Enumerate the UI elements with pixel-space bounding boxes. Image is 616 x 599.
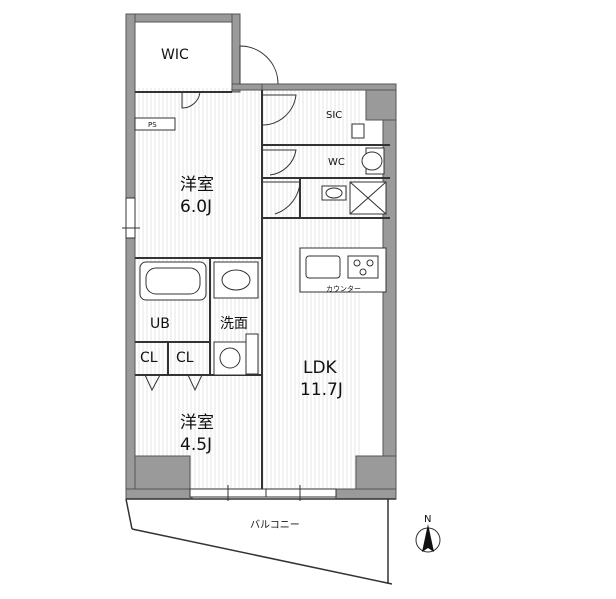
room-label-bedroom2: 洋室 [180,413,214,433]
unit-bath [139,261,207,301]
room-label-wic: WIC [161,47,189,63]
room-size-bedroom2: 4.5J [180,435,212,455]
room-label-ub: UB [150,316,170,332]
room-size-bedroom1: 6.0J [180,197,212,217]
toilet [361,147,385,175]
exterior-walls [125,13,397,500]
laundry-space [321,181,387,215]
room-label-washroom: 洗面 [220,316,248,332]
balcony [125,498,396,585]
room-label-ps: PS [148,121,157,129]
pipe-space [134,117,176,131]
room-label-sic: SIC [326,110,342,121]
windows [122,197,337,501]
kitchen [299,247,387,293]
balcony-label: バルコニー [250,519,300,531]
compass-north: N [424,514,431,525]
room-label-wc: WC [328,157,345,168]
wash-basin [213,261,259,376]
room-label-ldk: LDK [303,358,338,378]
counter-label: カウンター [326,284,361,293]
room-label-cl1: CL [140,350,158,366]
room-label-bedroom1: 洋室 [180,175,214,195]
sic-ps [351,123,365,139]
room-label-cl2: CL [176,350,194,366]
doors [144,45,301,392]
room-size-ldk: 11.7J [300,380,343,400]
interior-walls [135,90,390,490]
north-compass-icon: N [415,514,441,553]
